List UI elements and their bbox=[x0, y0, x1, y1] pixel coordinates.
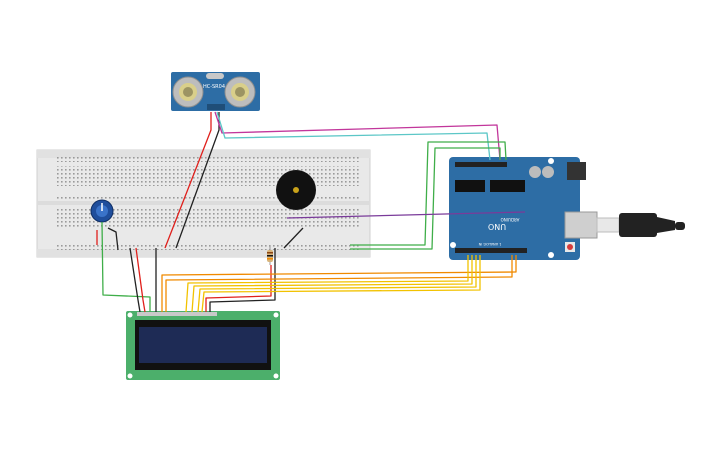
resistor[interactable] bbox=[267, 245, 273, 265]
wire-orange-en bbox=[165, 255, 513, 312]
wire-black-pot bbox=[107, 227, 119, 251]
power-jack bbox=[567, 162, 586, 180]
arduino-brand-label: ARDUINO bbox=[501, 217, 520, 222]
capacitor-2 bbox=[542, 166, 554, 178]
mount-hole bbox=[450, 242, 456, 248]
wire-green-gnd bbox=[350, 147, 501, 250]
analog-header bbox=[455, 248, 527, 253]
wire-yellow-d7 bbox=[201, 255, 481, 313]
wire-red-lcd-a bbox=[205, 265, 272, 312]
lcd-header-pins bbox=[137, 312, 217, 316]
usb-cable bbox=[596, 213, 685, 237]
power-rail-top bbox=[55, 156, 360, 162]
chip-atmega328 bbox=[490, 180, 525, 192]
wire-yellow-d4 bbox=[185, 255, 469, 313]
chip-atmega16u2 bbox=[455, 180, 485, 192]
wire-green-5v bbox=[350, 141, 507, 246]
power-rail-bottom bbox=[55, 244, 360, 250]
sensor-label: HC-SR04 bbox=[203, 84, 225, 90]
wire-red-vcc bbox=[164, 112, 212, 249]
arduino-uno[interactable]: UNO ARDUINO 1 ANALOG IN bbox=[449, 157, 598, 260]
terminal-strip-mid-top bbox=[55, 196, 360, 200]
wire-black-lcd-gnd bbox=[129, 247, 141, 313]
arduino-model-label: UNO bbox=[488, 222, 506, 231]
potentiometer[interactable] bbox=[90, 199, 114, 223]
center-channel bbox=[37, 201, 370, 205]
analog-in-label: 1 ANALOG IN bbox=[478, 242, 501, 246]
mount-hole bbox=[548, 158, 554, 164]
usb-port bbox=[564, 211, 598, 239]
digital-header bbox=[455, 162, 507, 167]
terminal-strip-bottom bbox=[55, 208, 360, 228]
wire-orange-rs bbox=[161, 255, 517, 312]
breadboard[interactable] bbox=[36, 149, 371, 258]
lcd-screen bbox=[139, 327, 267, 363]
wire-red-lcd-vcc bbox=[135, 247, 146, 313]
mount-hole bbox=[548, 252, 554, 258]
ultrasonic-sensor[interactable]: HC-SR04 bbox=[171, 72, 260, 111]
wire-black-buzzer bbox=[283, 227, 304, 249]
lcd-display[interactable] bbox=[126, 311, 280, 380]
wire-green-pot bbox=[101, 221, 151, 312]
wire-yellow-d6 bbox=[197, 255, 477, 313]
capacitor-1 bbox=[529, 166, 541, 178]
crystal-oscillator bbox=[206, 73, 224, 79]
wire-purple-buzzer bbox=[286, 211, 526, 219]
buzzer[interactable] bbox=[276, 170, 316, 210]
wires bbox=[96, 111, 526, 313]
wire-cyan-echo bbox=[216, 111, 491, 161]
wire-yellow-d5 bbox=[191, 255, 473, 313]
